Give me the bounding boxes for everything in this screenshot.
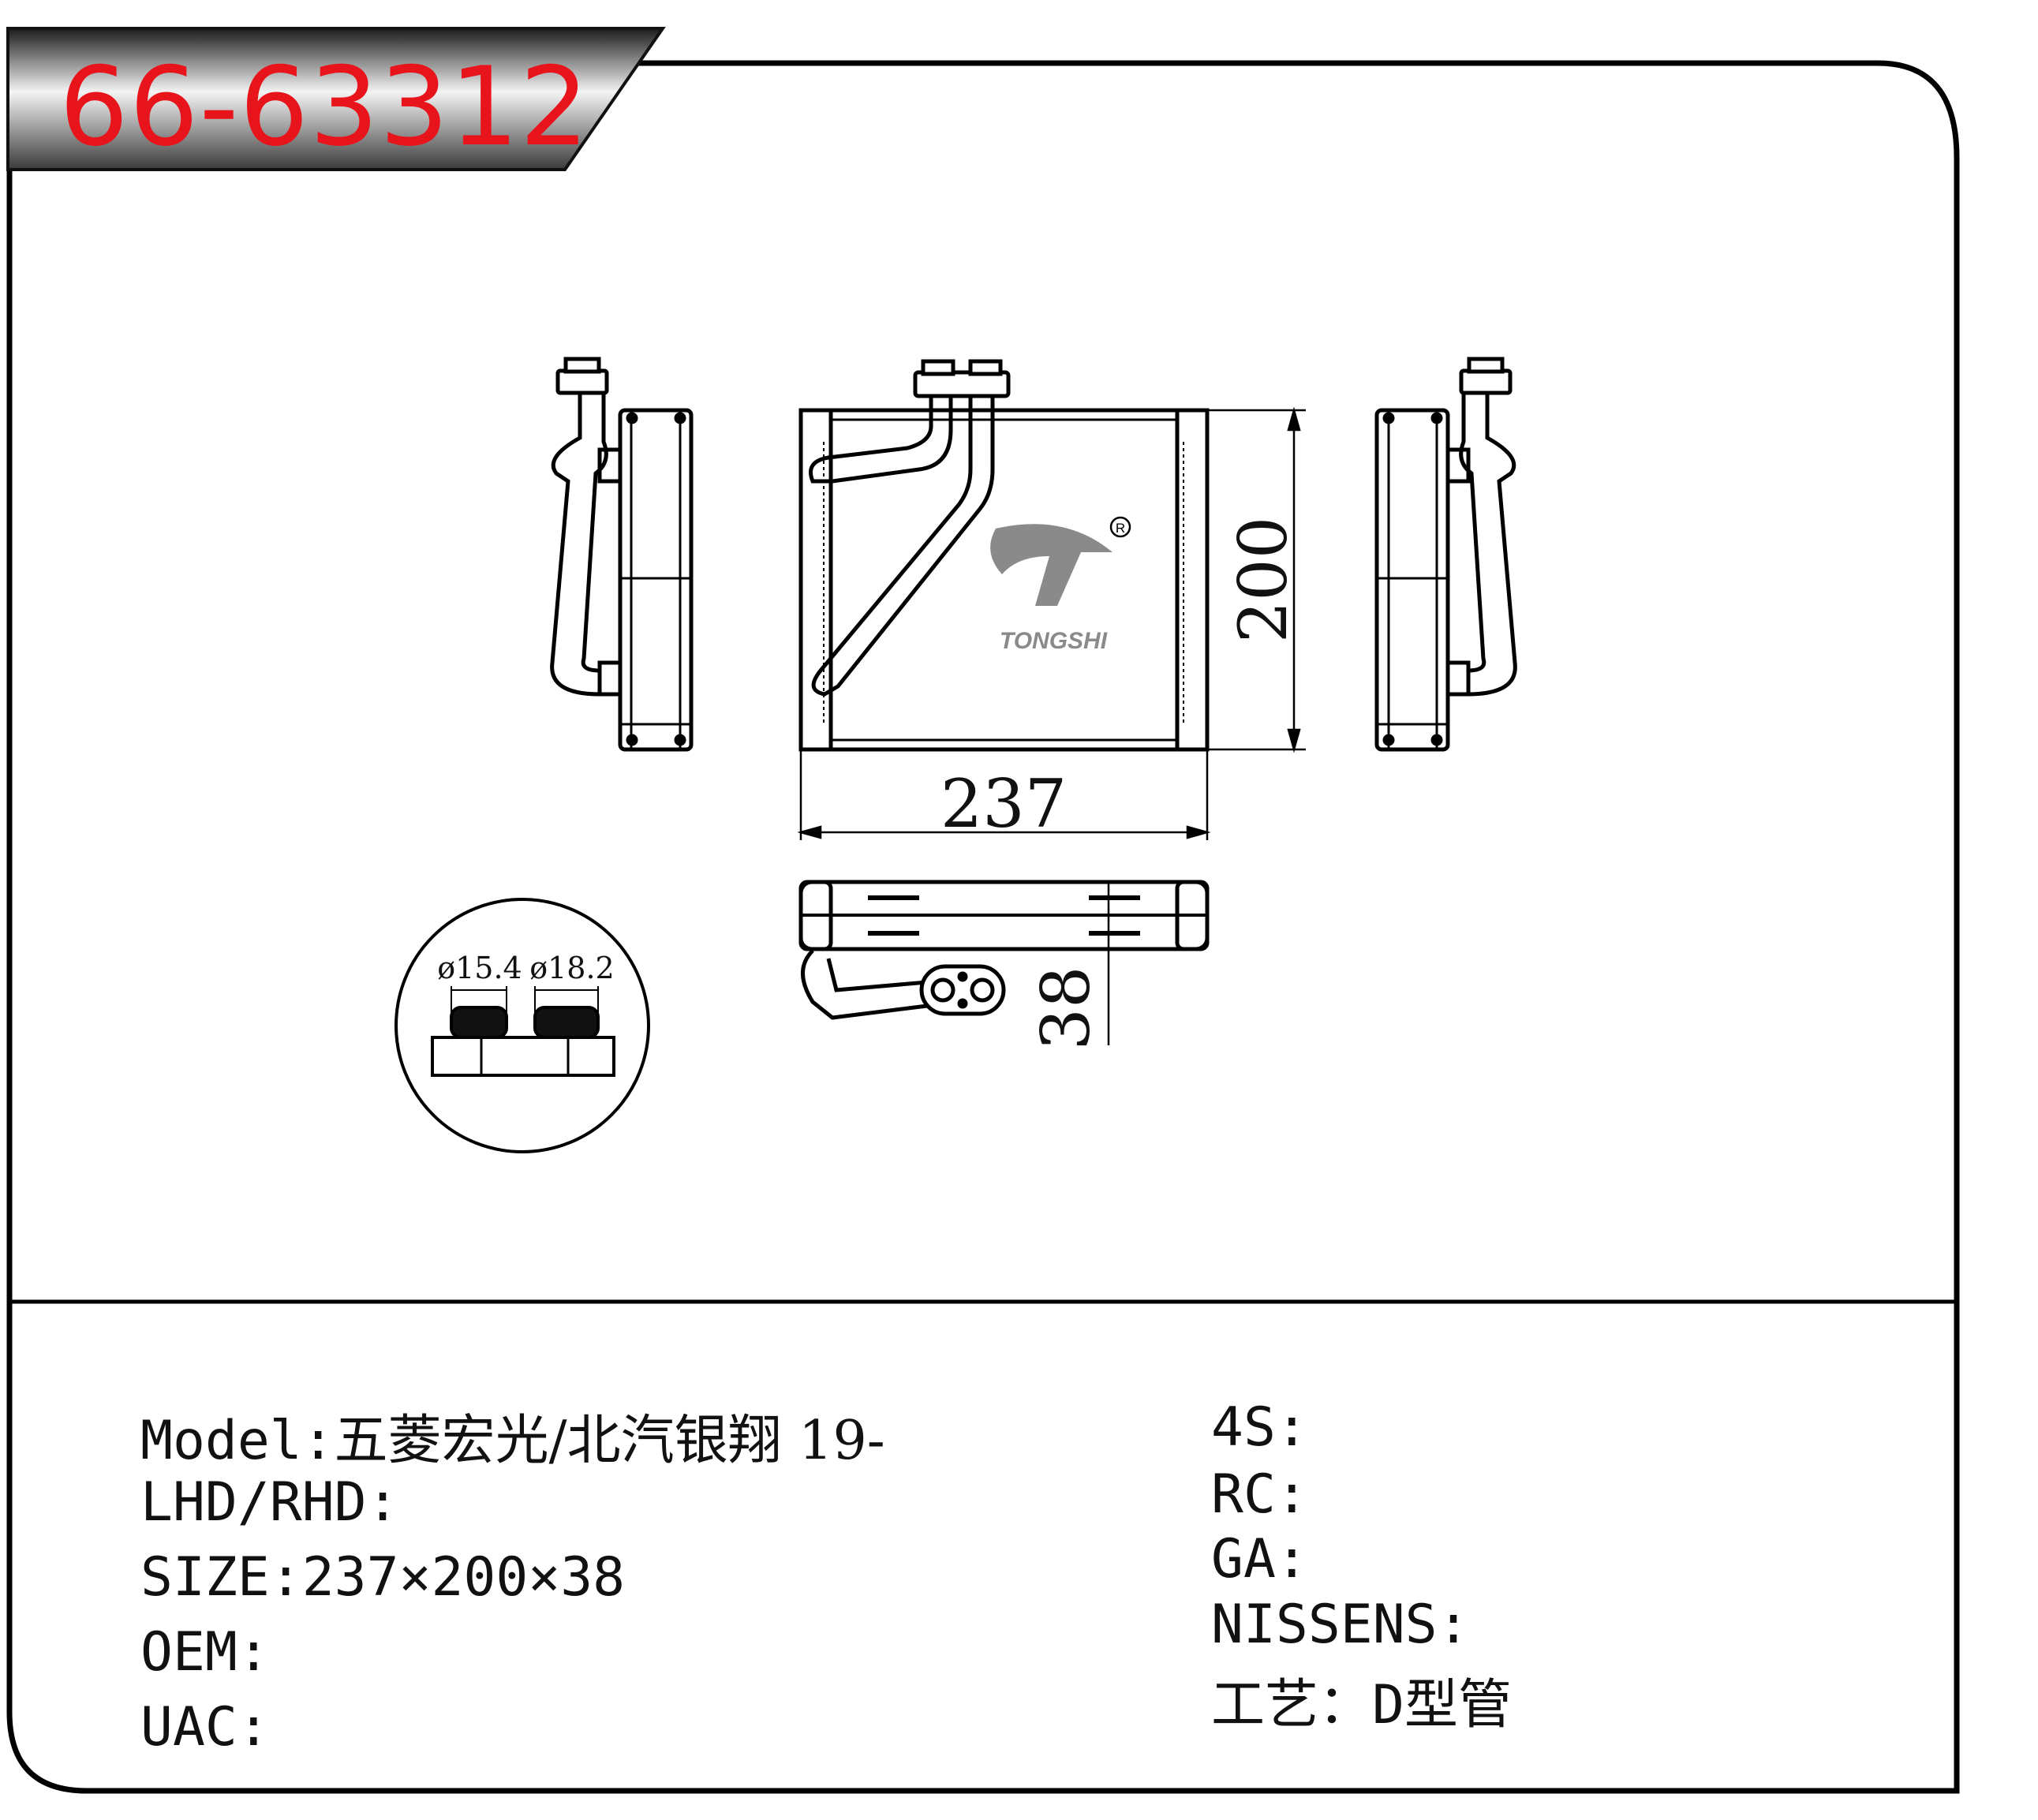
registered-mark-icon xyxy=(1109,516,1131,538)
spec-nissens: NISSENS: xyxy=(1211,1594,1470,1656)
part-number-banner xyxy=(6,27,666,171)
side-view-right xyxy=(1374,357,1517,752)
depth-value: 38 xyxy=(1027,966,1105,1051)
width-value: 237 xyxy=(940,765,1067,843)
part-number: 66-63312 xyxy=(59,43,590,170)
registered-mark-text: R xyxy=(1116,521,1125,536)
side-view-left xyxy=(550,357,694,752)
pipe-detail xyxy=(395,898,650,1153)
depth-dimension xyxy=(1057,882,1120,1045)
spec-model: Model:五菱宏光/北汽银翔 19- xyxy=(140,1410,885,1472)
spec-oem: OEM: xyxy=(140,1621,270,1684)
pipe-diameter-2: ø18.2 xyxy=(529,951,615,985)
brand-name: TONGSHI xyxy=(1000,628,1108,654)
spec-4s: 4S: xyxy=(1211,1396,1308,1459)
spec-lhd-rhd: LHD/RHD: xyxy=(140,1471,399,1534)
tongshi-logo-icon xyxy=(990,524,1112,606)
height-dimension xyxy=(1207,406,1306,753)
sheet-frame xyxy=(6,60,1960,1794)
spec-ga: GA: xyxy=(1211,1528,1308,1590)
top-view xyxy=(798,880,1210,1020)
spec-rc: RC: xyxy=(1211,1463,1308,1526)
height-value: 200 xyxy=(1225,517,1302,643)
pipe-diameter-1: ø15.4 xyxy=(437,951,522,985)
spec-uac: UAC: xyxy=(140,1696,270,1758)
spec-process: 工艺：D型管 xyxy=(1211,1674,1512,1736)
front-view xyxy=(798,359,1210,752)
spec-size: SIZE:237×200×38 xyxy=(140,1546,626,1609)
width-dimension xyxy=(797,749,1211,840)
